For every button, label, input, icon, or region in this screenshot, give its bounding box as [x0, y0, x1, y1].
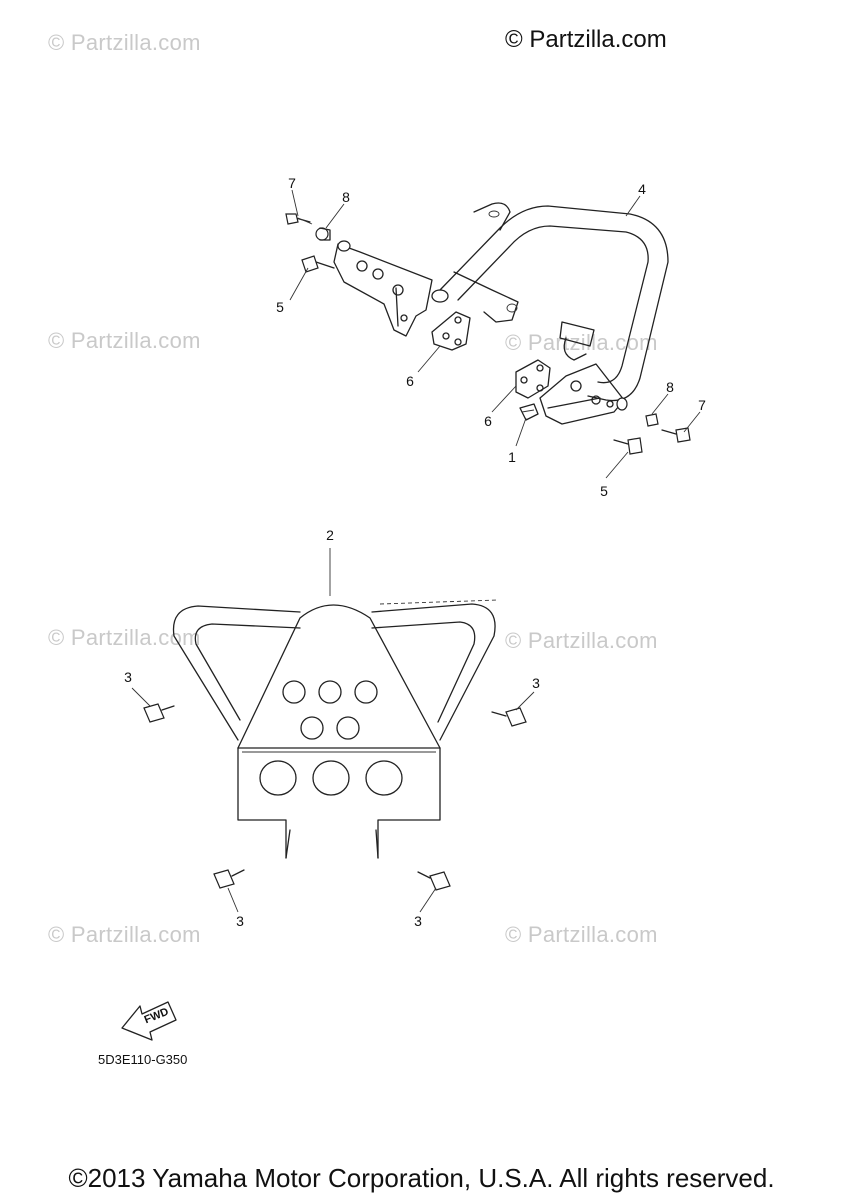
plate-part-left [431, 311, 471, 351]
bumper-bolt-left-lower [213, 869, 245, 889]
bolt-7-right [661, 427, 691, 443]
watermark: © Partzilla.com [48, 30, 201, 55]
callout-label: 7 [288, 175, 296, 191]
right-bracket [539, 363, 628, 425]
leader-lines-top [289, 189, 701, 479]
bumper-bolt-right-lower [417, 871, 451, 891]
watermark: © Partzilla.com [48, 922, 201, 947]
grab-bar-part [431, 202, 669, 402]
plate-part-right [515, 359, 551, 399]
fwd-arrow-icon [121, 1001, 177, 1041]
callout-label: 3 [124, 669, 132, 685]
callout-label: 6 [484, 413, 492, 429]
bolt-5-left [301, 255, 335, 273]
watermark: © Partzilla.com [48, 328, 201, 353]
callout-label: 3 [414, 913, 422, 929]
callout-label: 5 [276, 299, 284, 315]
callout-label: 1 [508, 449, 516, 465]
callout-label: 3 [532, 675, 540, 691]
bumper-bolt-left-upper [143, 703, 175, 723]
clip-part [519, 403, 539, 421]
bolt-7-left [285, 213, 313, 225]
callout-label: 6 [406, 373, 414, 389]
diagram-code: 5D3E110-G350 [98, 1052, 188, 1067]
callout-label: 5 [600, 483, 608, 499]
callout-label: 3 [236, 913, 244, 929]
collar-8-left [315, 227, 331, 241]
collar-8-right [645, 413, 659, 427]
copyright-footer: ©2013 Yamaha Motor Corporation, U.S.A. A… [68, 1163, 775, 1193]
bumper-bolt-right-upper [491, 707, 527, 727]
front-bumper-part [172, 599, 499, 859]
bolt-5-right [613, 437, 643, 455]
callout-label: 8 [342, 189, 350, 205]
left-bracket [333, 240, 433, 337]
callout-label: 7 [698, 397, 706, 413]
watermark: © Partzilla.com [505, 922, 658, 947]
watermark: © Partzilla.com [505, 628, 658, 653]
callout-label: 4 [638, 181, 646, 197]
leader-lines-bottom [131, 548, 535, 913]
callout-label: 2 [326, 527, 334, 543]
callout-label: 8 [666, 379, 674, 395]
watermark: © Partzilla.com [505, 330, 658, 355]
brand-label: © Partzilla.com [505, 26, 667, 53]
